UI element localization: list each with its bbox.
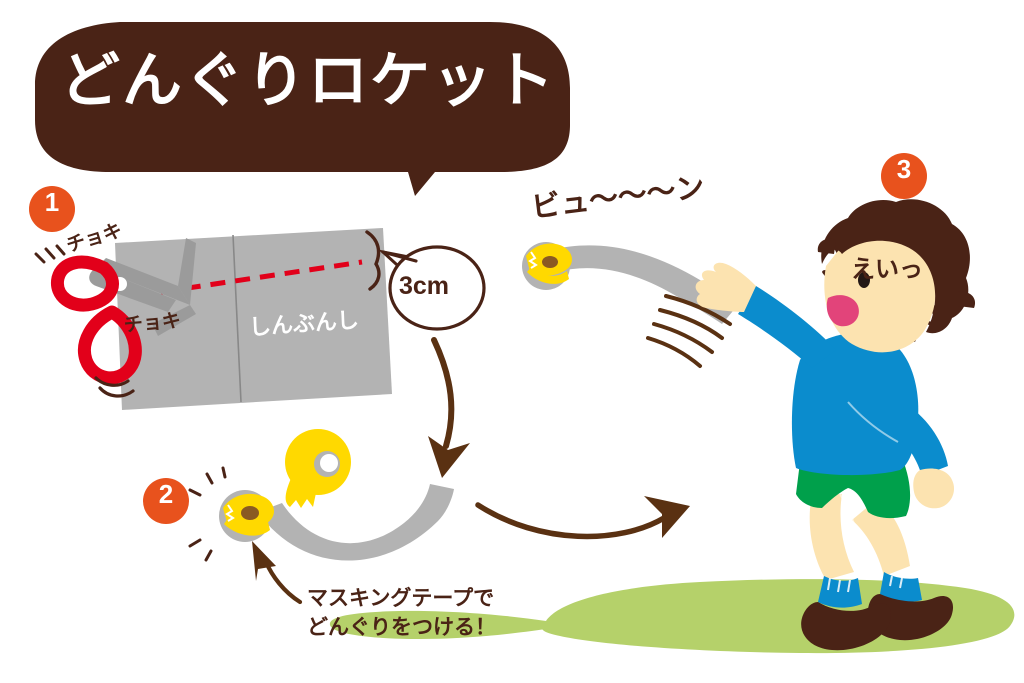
step-badge-1 xyxy=(29,186,75,232)
scissors-icon xyxy=(34,238,196,398)
masking-tape-roll-icon xyxy=(285,429,351,508)
step-badge-3 xyxy=(881,153,927,199)
boy-throwing-icon xyxy=(695,199,976,651)
cut-line-icon xyxy=(160,259,363,295)
paper-strip-icon xyxy=(258,484,454,561)
step-badge-1-label: 1 xyxy=(44,187,60,217)
step-badge-2 xyxy=(143,478,189,524)
step-badge-3-label: 3 xyxy=(896,154,912,184)
acorn-taped-icon xyxy=(188,466,274,562)
tape-caption-line-1: マスキングテープで xyxy=(307,586,495,610)
tape-instruction-caption: マスキングテープで どんぐりをつける！ xyxy=(307,584,496,643)
arrow-right-icon xyxy=(475,496,690,540)
tape-caption-line-2: どんぐりをつける！ xyxy=(307,615,496,640)
speed-lines-icon xyxy=(646,294,732,368)
ground-blob-tail-icon xyxy=(329,610,552,639)
measurement-label: 3cm xyxy=(399,272,450,300)
arrow-down-icon xyxy=(428,337,470,478)
caption-arrow-icon xyxy=(252,541,303,605)
shout-label: えいっ xyxy=(851,255,923,283)
title-banner-bubble xyxy=(35,22,570,196)
page-title: どんぐりロケット xyxy=(60,46,556,116)
step-badge-2-label: 2 xyxy=(158,479,174,509)
measure-callout-bubble xyxy=(378,245,486,331)
measure-bracket-icon xyxy=(365,230,381,291)
